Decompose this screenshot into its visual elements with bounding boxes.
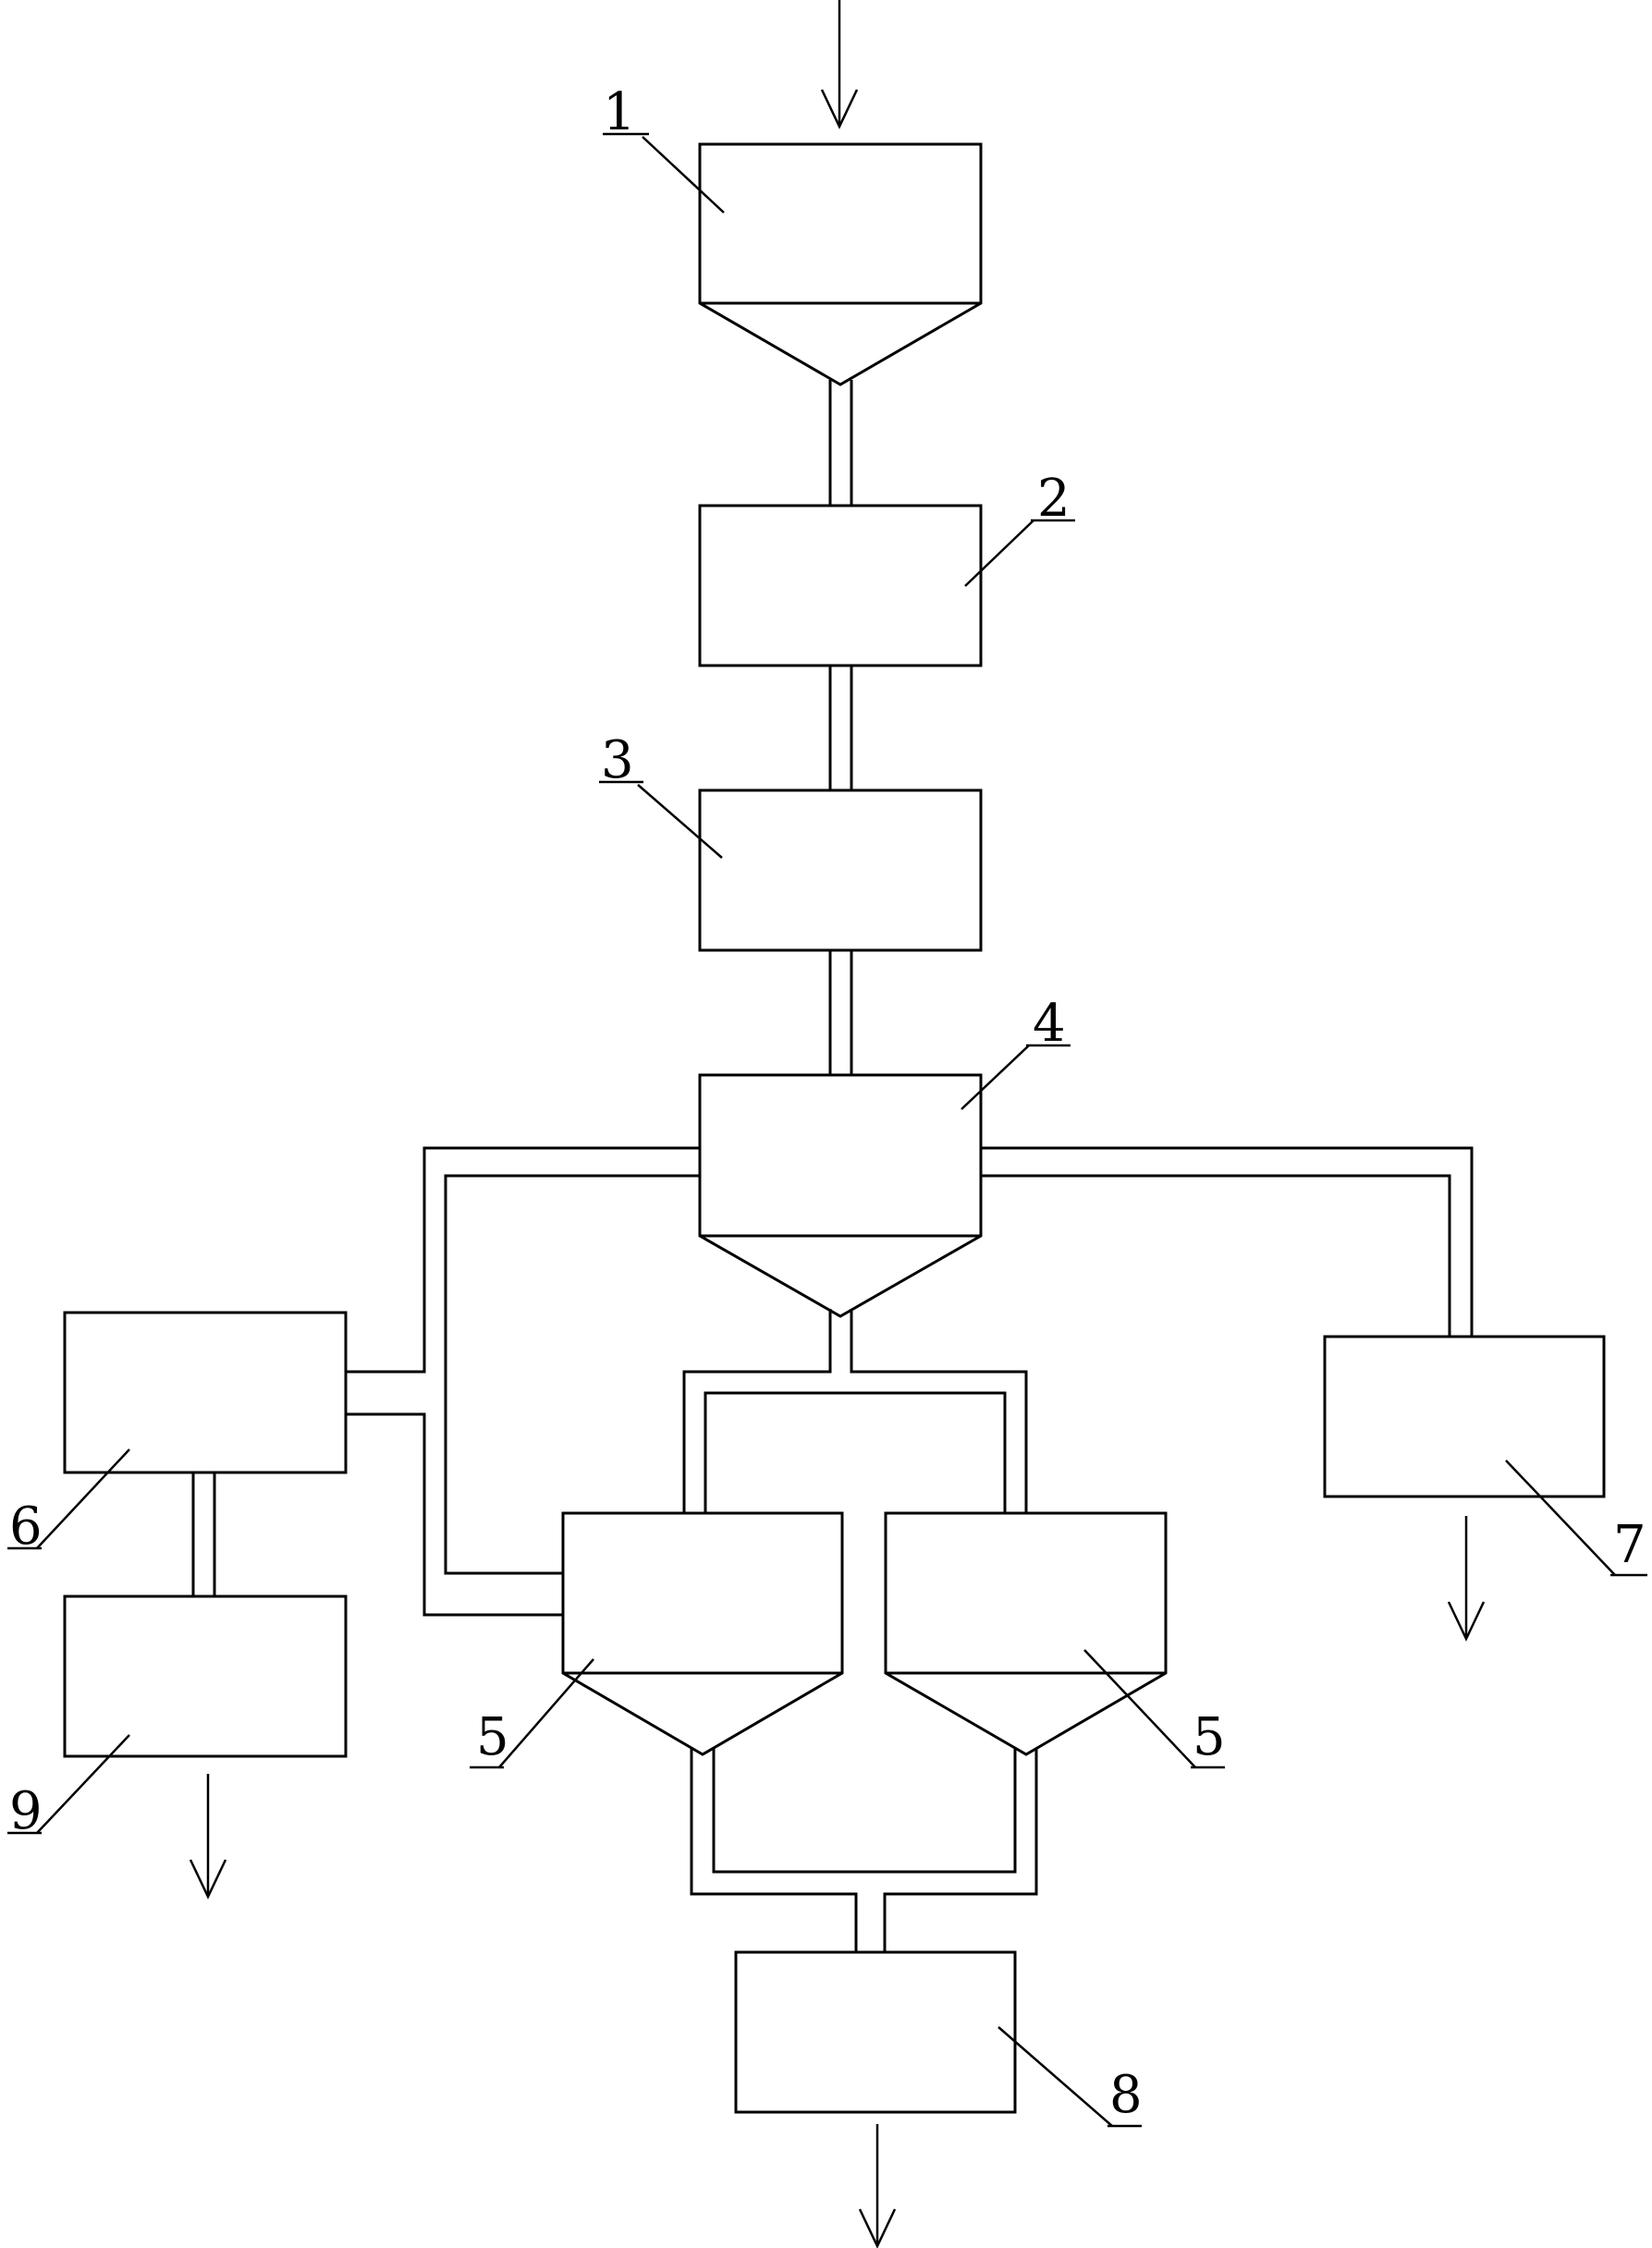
label-5-left: 5 <box>476 1707 509 1767</box>
outlet-arrow-unit-7 <box>1447 1516 1486 1642</box>
label-5-right: 5 <box>1193 1707 1226 1767</box>
label-1: 1 <box>603 82 636 142</box>
unit-8-box <box>734 1950 1017 2114</box>
label-3: 3 <box>601 730 634 790</box>
pipe-2-to-3 <box>828 666 853 790</box>
callout-2: 2 <box>964 469 1075 587</box>
label-7: 7 <box>1613 1515 1646 1575</box>
unit-2-box <box>698 504 983 667</box>
label-8: 8 <box>1109 2065 1143 2125</box>
label-6: 6 <box>9 1497 43 1557</box>
callout-1: 1 <box>603 82 725 214</box>
pipe-1-to-2 <box>828 380 853 506</box>
callout-8: 8 <box>997 2026 1143 2128</box>
unit-7-box <box>1323 1335 1606 1498</box>
pipe-units-5-merge-to-8 <box>690 1748 1038 1952</box>
callout-5-right: 5 <box>1083 1649 1226 1769</box>
unit-5-right-hopper <box>884 1511 1168 1756</box>
callout-5-left: 5 <box>470 1658 594 1769</box>
pipe-4-split-to-units-5 <box>682 1309 1028 1513</box>
label-9: 9 <box>9 1781 43 1841</box>
inlet-arrow <box>820 0 859 129</box>
unit-4-hopper <box>698 1073 983 1318</box>
callout-7: 7 <box>1505 1460 1647 1577</box>
unit-1-hopper <box>698 142 983 386</box>
callout-3: 3 <box>599 730 723 859</box>
unit-3-box <box>698 788 983 952</box>
pipe-4-to-6 <box>346 1146 700 1617</box>
pipe-4-to-unit-5-left <box>444 1174 700 1575</box>
label-2: 2 <box>1037 469 1071 529</box>
callout-6: 6 <box>7 1448 130 1557</box>
pipe-6-to-9 <box>191 1472 216 1596</box>
unit-6-box <box>63 1311 348 1474</box>
pipe-3-to-4 <box>828 950 853 1075</box>
label-4: 4 <box>1033 994 1066 1054</box>
callout-4: 4 <box>961 994 1071 1110</box>
callout-9: 9 <box>7 1734 130 1841</box>
unit-9-box <box>63 1594 348 1758</box>
outlet-arrow-unit-8 <box>858 2124 897 2248</box>
pipe-4-to-7 <box>981 1146 1474 1337</box>
unit-5-left-hopper <box>561 1511 844 1756</box>
outlet-arrow-unit-9 <box>189 1774 227 1900</box>
